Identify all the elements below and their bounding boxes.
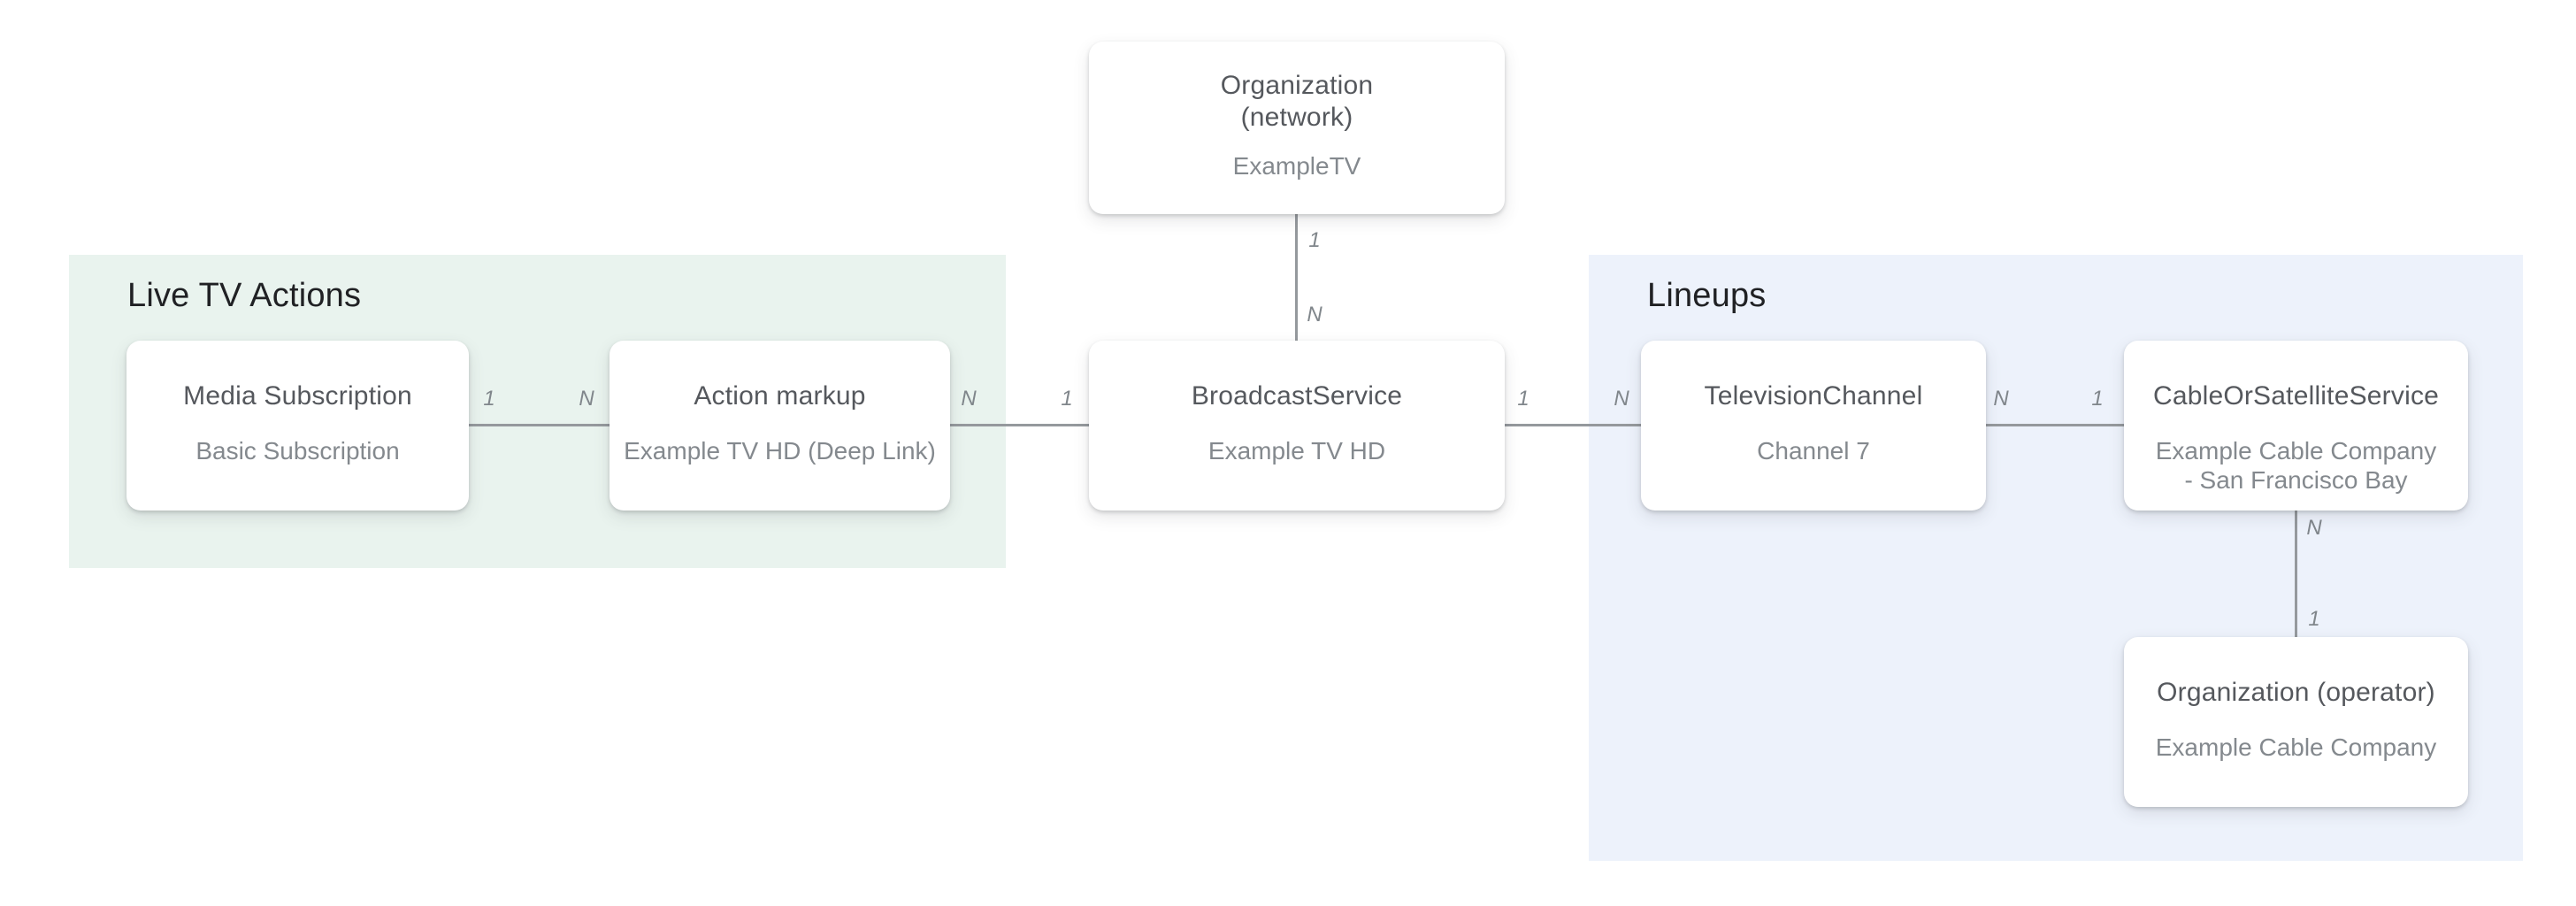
node-media-subscription: Media Subscription Basic Subscription <box>126 341 469 511</box>
node-broadcast-service-subtitle: Example TV HD <box>1208 437 1386 465</box>
node-organization-network-title-line1: Organization <box>1220 71 1374 100</box>
cardinality-broadcast-left-side: 1 <box>1061 387 1073 411</box>
cardinality-broadcast-right-side: 1 <box>1517 387 1530 411</box>
cardinality-broadcast-top-side: N <box>1307 303 1322 326</box>
node-organization-operator-title: Organization (operator) <box>2157 678 2435 707</box>
node-broadcast-service-title: BroadcastService <box>1191 381 1403 411</box>
connector-action-to-broadcast <box>950 424 1089 426</box>
node-television-channel: TelevisionChannel Channel 7 <box>1641 341 1986 511</box>
node-television-channel-title: TelevisionChannel <box>1704 381 1923 411</box>
connector-broadcast-to-television <box>1505 424 1641 426</box>
node-cable-or-satellite-service-title: CableOrSatelliteService <box>2152 381 2440 411</box>
node-media-subscription-title: Media Subscription <box>183 381 412 411</box>
cardinality-cable-bottom-side: N <box>2306 516 2322 540</box>
node-television-channel-subtitle: Channel 7 <box>1757 437 1870 465</box>
region-lineups-heading: Lineups <box>1647 277 1767 314</box>
region-live-tv-actions-heading: Live TV Actions <box>127 277 362 314</box>
connector-cable-to-operator <box>2295 511 2297 637</box>
cardinality-television-left-side: N <box>1614 387 1629 411</box>
cardinality-network-side: 1 <box>1308 228 1321 252</box>
node-cable-or-satellite-service: CableOrSatelliteService Example Cable Co… <box>2124 341 2468 511</box>
cardinality-action-left-side: N <box>579 387 594 411</box>
cardinality-television-right-side: N <box>1993 387 2009 411</box>
node-action-markup: Action markup Example TV HD (Deep Link) <box>610 341 950 511</box>
node-organization-network-title: Organization (network) <box>1221 70 1374 134</box>
node-broadcast-service: BroadcastService Example TV HD <box>1089 341 1505 511</box>
cardinality-operator-side: 1 <box>2308 607 2320 631</box>
node-organization-network-title-line2: (network) <box>1240 103 1353 132</box>
node-action-markup-title: Action markup <box>694 381 866 411</box>
connector-media-to-action <box>469 424 610 426</box>
node-organization-operator-subtitle: Example Cable Company <box>2155 733 2437 761</box>
node-media-subscription-subtitle: Basic Subscription <box>196 437 400 465</box>
connector-network-to-broadcast <box>1295 214 1298 341</box>
node-organization-network: Organization (network) ExampleTV <box>1089 42 1505 214</box>
cardinality-cable-left-side: 1 <box>2091 387 2104 411</box>
cardinality-action-right-side: N <box>961 387 977 411</box>
node-organization-operator: Organization (operator) Example Cable Co… <box>2124 637 2468 807</box>
node-action-markup-subtitle: Example TV HD (Deep Link) <box>624 437 936 465</box>
cardinality-media-side: 1 <box>483 387 495 411</box>
connector-television-to-cable <box>1986 424 2124 426</box>
node-organization-network-subtitle: ExampleTV <box>1232 152 1361 180</box>
node-cable-or-satellite-service-subtitle: Example Cable Company - San Francisco Ba… <box>2155 437 2437 494</box>
